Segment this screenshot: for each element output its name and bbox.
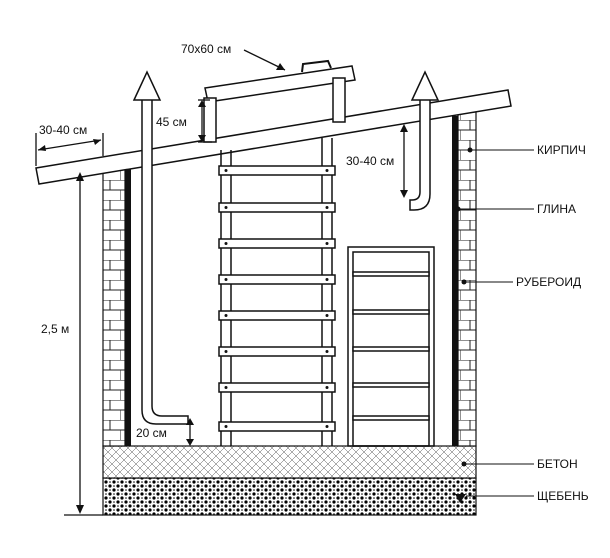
left-clay-layer: [125, 160, 131, 446]
exhaust-vent-pipe: [409, 70, 440, 211]
brick-label: КИРПИЧ: [537, 143, 586, 157]
gravel-layer: [102, 477, 477, 516]
right-clay-layer: [452, 116, 458, 446]
overhang-label: 30-40 см: [39, 123, 88, 137]
material-leaders: [455, 147, 534, 503]
gravel-label: ЩЕБЕНЬ: [537, 489, 589, 503]
intake-gap-label: 20 см: [136, 426, 167, 440]
exhaust-drop-dimension: [400, 124, 408, 198]
hatch-size-arrow: [243, 49, 286, 71]
exhaust-drop-label: 30-40 см: [346, 154, 395, 168]
ladder: [218, 138, 336, 446]
supply-vent-pipe: [132, 70, 189, 425]
roofing-felt-label: РУБЕРОИД: [516, 275, 582, 289]
intake-gap-dimension: [186, 418, 194, 446]
concrete-layer: [102, 445, 477, 479]
roof-slab: [35, 89, 512, 185]
right-brick-wall: [457, 111, 477, 447]
concrete-label: БЕТОН: [537, 457, 578, 471]
hatch-rise-dimension: [198, 99, 212, 143]
wall-height-dimension: [64, 172, 103, 516]
hatch-size-label: 70x60 см: [181, 42, 232, 56]
hatch: [203, 59, 356, 143]
clay-label: ГЛИНА: [537, 202, 576, 216]
overhang-dimension: [35, 133, 104, 166]
left-brick-wall: [102, 157, 126, 447]
shelving: [347, 246, 435, 447]
hatch-rise-label: 45 см: [156, 115, 187, 129]
wall-height-label: 2,5 м: [41, 322, 70, 336]
